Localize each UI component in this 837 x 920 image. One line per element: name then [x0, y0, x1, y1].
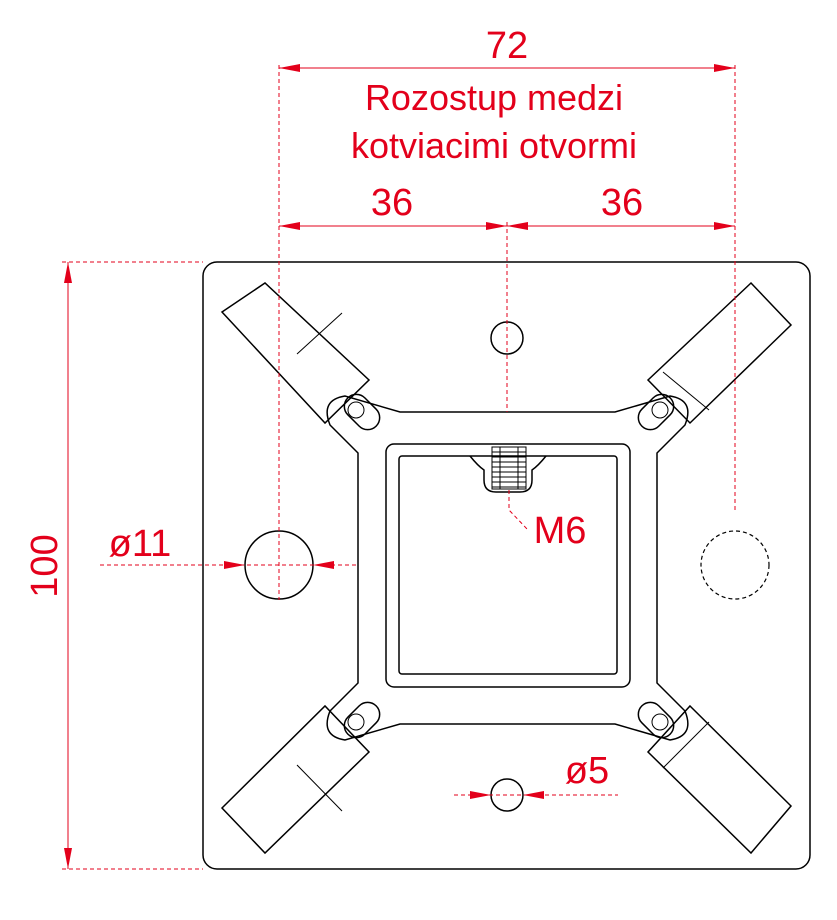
- label-spacing-caption-1: Rozostup medzi: [365, 77, 623, 118]
- label-36-right: 36: [601, 182, 643, 224]
- leader-m6: [508, 490, 529, 531]
- label-d5: ø5: [565, 750, 609, 792]
- label-36-left: 36: [371, 182, 413, 224]
- label-spacing-caption-2: kotviacimi otvormi: [351, 125, 637, 166]
- label-m6: M6: [534, 510, 587, 552]
- dimension-line-100: [62, 261, 203, 870]
- anchor-hole-right: [700, 530, 770, 600]
- label-d11: ø11: [109, 523, 172, 565]
- square-tube-inner: [398, 455, 618, 675]
- flange-slot-bottom-right: [637, 701, 675, 739]
- rib-top-right: [646, 281, 793, 425]
- center-flange: [326, 395, 689, 741]
- square-tube-outer: [385, 443, 631, 688]
- flange-slot-top-right: [637, 393, 675, 431]
- threaded-boss: [469, 446, 547, 493]
- flange-slot-bottom-left: [343, 701, 381, 739]
- dimension-line-d5: [454, 791, 618, 799]
- rib-bottom-right: [646, 704, 793, 855]
- dimension-line-36-36: [279, 222, 735, 230]
- dimension-line-d11: [100, 561, 356, 569]
- label-72: 72: [486, 25, 528, 67]
- label-100: 100: [24, 534, 66, 597]
- rib-top-left: [220, 282, 371, 425]
- dimension-line-72: [279, 64, 735, 72]
- rib-bottom-left: [220, 704, 371, 855]
- flange-slot-top-left: [343, 393, 381, 431]
- base-plate: [202, 261, 811, 870]
